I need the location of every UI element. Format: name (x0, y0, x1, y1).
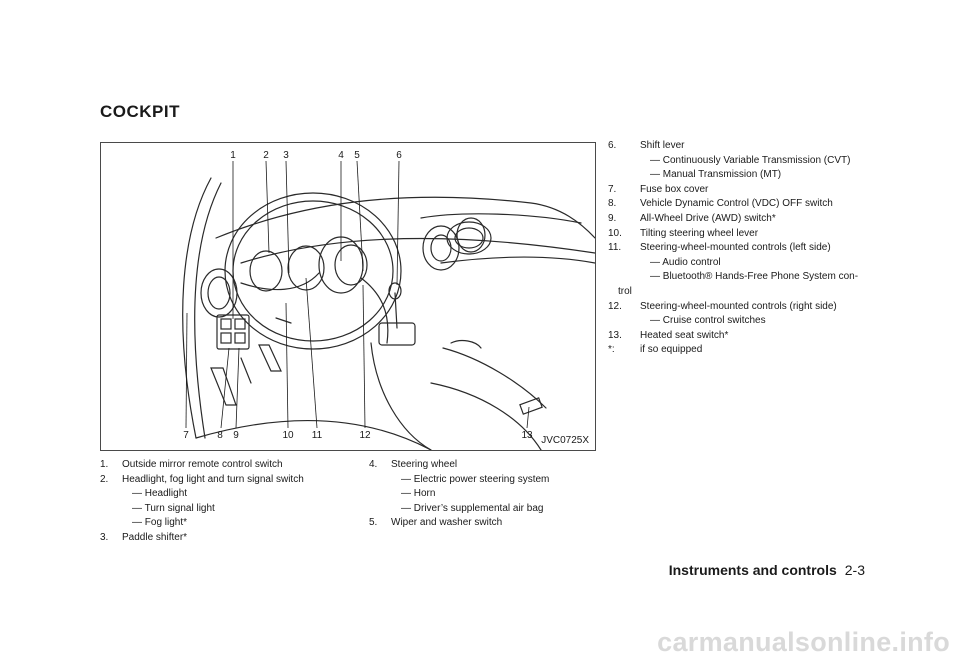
callout-8: 8 (217, 430, 223, 441)
callout-12: 12 (359, 430, 371, 441)
callout-13: 13 (521, 430, 533, 441)
list-subitem: — Electric power steering system (369, 473, 589, 488)
list-subitem-text: — Manual Transmission (MT) (650, 169, 782, 181)
cockpit-illustration: 1 2 3 4 5 6 7 8 9 10 11 12 13 (182, 150, 595, 450)
list-item-text: Heated seat switch* (640, 329, 729, 341)
list-subitem-text: — Headlight (132, 488, 188, 500)
list-item-text: Steering-wheel-mounted controls (right s… (640, 300, 837, 312)
list-item-text: Shift lever (640, 140, 685, 151)
callout-2: 2 (263, 150, 269, 161)
list-item-number: 8. (608, 198, 617, 210)
footer-section-title: Instruments and controls (668, 562, 837, 578)
callout-1: 1 (230, 150, 236, 161)
list-item-text: Paddle shifter* (122, 531, 188, 543)
list-subitem: — Headlight (100, 487, 340, 502)
list-item-number: 6. (608, 140, 617, 151)
list-subitem-text: — Continuously Variable Transmission (CV… (650, 154, 851, 166)
list-item: 8. Vehicle Dynamic Control (VDC) OFF swit… (608, 197, 868, 212)
list-item: *: if so equipped (608, 343, 868, 358)
list-subitem: — Turn signal light (100, 502, 340, 517)
list-item: 5. Wiper and washer switch (369, 516, 589, 531)
list-item-number: 12. (608, 300, 622, 312)
list-subitem: — Bluetooth® Hands-Free Phone System con… (608, 270, 868, 299)
list-item-number: 13. (608, 329, 622, 341)
callout-10: 10 (282, 430, 294, 441)
list-item-number: 4. (369, 459, 378, 470)
callout-7: 7 (183, 430, 189, 441)
list-subitem: — Driver’s supplemental air bag (369, 502, 589, 517)
list-subitem: — Cruise control switches (608, 314, 868, 329)
list-subitem: — Horn (369, 487, 589, 502)
list-item-text: Outside mirror remote control switch (122, 459, 283, 470)
list-subitem-text: — Audio control (650, 256, 721, 268)
parts-list-middle: 4. Steering wheel — Electric power steerin… (369, 458, 589, 531)
list-subitem-text: — Fog light* (132, 517, 188, 529)
watermark: carmanualsonline.info (657, 627, 950, 657)
list-item-number: *: (608, 344, 615, 356)
list-item-text: Headlight, fog light and turn signal swi… (122, 473, 304, 485)
list-item: 13. Heated seat switch* (608, 329, 868, 344)
list-item-text: Tilting steering wheel lever (640, 227, 759, 239)
list-item-text: if so equipped (640, 344, 703, 356)
list-item: 4. Steering wheel (369, 458, 589, 473)
list-item-text: Wiper and washer switch (391, 517, 503, 529)
list-item: 12. Steering-wheel-mounted controls (righ… (608, 300, 868, 315)
list-item-number: 2. (100, 473, 109, 485)
list-item: 7. Fuse box cover (608, 183, 868, 198)
list-item: 10. Tilting steering wheel lever (608, 227, 868, 242)
section-title: COCKPIT (100, 102, 180, 121)
list-subitem: — Manual Transmission (MT) (608, 168, 868, 183)
list-subitem: — Audio control (608, 256, 868, 271)
callout-5: 5 (354, 150, 360, 161)
list-item-number: 11. (608, 242, 622, 254)
list-item-number: 7. (608, 183, 617, 195)
callout-9: 9 (233, 430, 239, 441)
list-subitem-text: — Driver’s supplemental air bag (401, 502, 544, 514)
list-subitem-text: — Horn (401, 488, 436, 500)
list-subitem: — Continuously Variable Transmission (CV… (608, 154, 868, 169)
parts-list-right: 6. Shift lever — Continuously Variable Tra… (608, 139, 868, 358)
callout-leaders (185, 160, 530, 429)
list-item: 6. Shift lever (608, 139, 868, 154)
list-item-text: Steering-wheel-mounted controls (left si… (640, 242, 831, 254)
parts-list-left: 1. Outside mirror remote control switch 2.… (100, 458, 340, 546)
callout-numbers: 1 2 3 4 5 6 7 8 9 10 11 12 13 (183, 150, 533, 441)
callout-6: 6 (396, 150, 402, 161)
list-item: 3. Paddle shifter* (100, 531, 340, 546)
cockpit-figure: 1 2 3 4 5 6 7 8 9 10 11 12 13 JVC0725X (100, 142, 596, 451)
list-item-text: All-Wheel Drive (AWD) switch* (640, 212, 776, 224)
callout-3: 3 (283, 150, 289, 161)
list-subitem-text: — Cruise control switches (650, 315, 766, 327)
list-item-number: 1. (100, 459, 109, 470)
page-footer: Instruments and controls 2-3 (660, 562, 865, 578)
list-item-number: 9. (608, 212, 617, 224)
list-subitem-text: — Electric power steering system (401, 473, 550, 485)
page-number: 2-3 (844, 562, 865, 578)
cockpit-drawing (182, 177, 595, 450)
list-item-number: 5. (369, 517, 378, 529)
callout-4: 4 (338, 150, 344, 161)
figure-code: JVC0725X (541, 435, 589, 446)
list-item: 2. Headlight, fog light and turn signal s… (100, 473, 340, 488)
list-item-text: Steering wheel (391, 459, 458, 470)
list-item-text: Fuse box cover (640, 183, 709, 195)
list-item-number: 10. (608, 227, 622, 239)
list-item-number: 3. (100, 531, 109, 543)
list-item: 11. Steering-wheel-mounted controls (left… (608, 241, 868, 256)
list-item: 1. Outside mirror remote control switch (100, 458, 340, 473)
callout-11: 11 (312, 430, 323, 441)
list-subitem: — Fog light* (100, 516, 340, 531)
list-item-text: Vehicle Dynamic Control (VDC) OFF switch (640, 198, 833, 210)
list-subitem-text: — Turn signal light (132, 502, 215, 514)
list-item: 9. All-Wheel Drive (AWD) switch* (608, 212, 868, 227)
list-subitem-text: — Bluetooth® Hands-Free Phone System con… (618, 271, 859, 297)
